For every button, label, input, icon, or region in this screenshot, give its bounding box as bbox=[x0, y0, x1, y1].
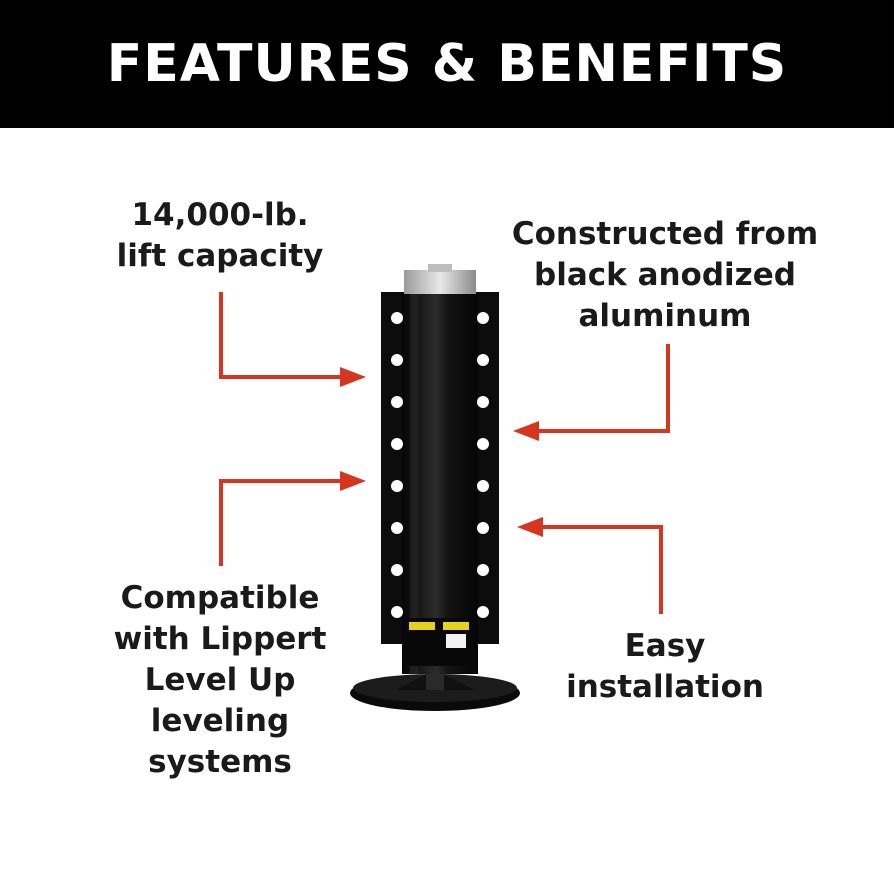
callout-line: Constructed from bbox=[511, 216, 819, 252]
mounting-hole bbox=[477, 522, 489, 534]
callout-line: 14,000-lb. bbox=[131, 197, 309, 233]
callout-lift-capacity: 14,000-lb. lift capacity bbox=[100, 195, 340, 277]
header-banner: FEATURES & BENEFITS bbox=[0, 0, 894, 128]
arrow-install bbox=[517, 517, 663, 614]
mounting-hole bbox=[391, 312, 403, 324]
warning-label-icon-2 bbox=[443, 622, 469, 630]
mounting-hole bbox=[477, 438, 489, 450]
callout-line: Compatible bbox=[120, 580, 320, 616]
top-cap bbox=[404, 264, 476, 294]
banner-title: FEATURES & BENEFITS bbox=[106, 34, 788, 94]
mounting-hole bbox=[477, 606, 489, 618]
mounting-hole bbox=[391, 522, 403, 534]
mounting-hole bbox=[391, 606, 403, 618]
mounting-holes bbox=[391, 312, 489, 618]
mounting-hole bbox=[391, 396, 403, 408]
callout-line: installation bbox=[566, 669, 764, 705]
callout-line: aluminum bbox=[578, 298, 752, 334]
callout-line: with Lippert bbox=[113, 621, 327, 657]
arrow-compat bbox=[219, 471, 366, 566]
callout-line: Easy bbox=[624, 628, 706, 664]
mounting-hole bbox=[477, 396, 489, 408]
mounting-hole bbox=[391, 354, 403, 366]
callout-line: leveling bbox=[150, 703, 290, 739]
main-tube bbox=[402, 292, 478, 674]
callout-line: systems bbox=[148, 744, 292, 780]
mounting-hole bbox=[477, 312, 489, 324]
arrow-material bbox=[513, 344, 670, 441]
warning-label-icon bbox=[409, 622, 435, 630]
callout-line: black anodized bbox=[534, 257, 796, 293]
callout-line: lift capacity bbox=[116, 238, 324, 274]
mounting-hole bbox=[391, 480, 403, 492]
callout-line: Level Up bbox=[144, 662, 296, 698]
mounting-hole bbox=[477, 354, 489, 366]
callout-material: Constructed from black anodized aluminum bbox=[505, 214, 825, 337]
foot-pad bbox=[350, 668, 520, 711]
mounting-hole bbox=[477, 564, 489, 576]
mounting-hole bbox=[391, 564, 403, 576]
arrow-capacity bbox=[219, 292, 366, 387]
mounting-hole bbox=[391, 438, 403, 450]
info-label-icon bbox=[446, 634, 466, 648]
callout-installation: Easy installation bbox=[545, 626, 785, 708]
mounting-hole bbox=[477, 480, 489, 492]
